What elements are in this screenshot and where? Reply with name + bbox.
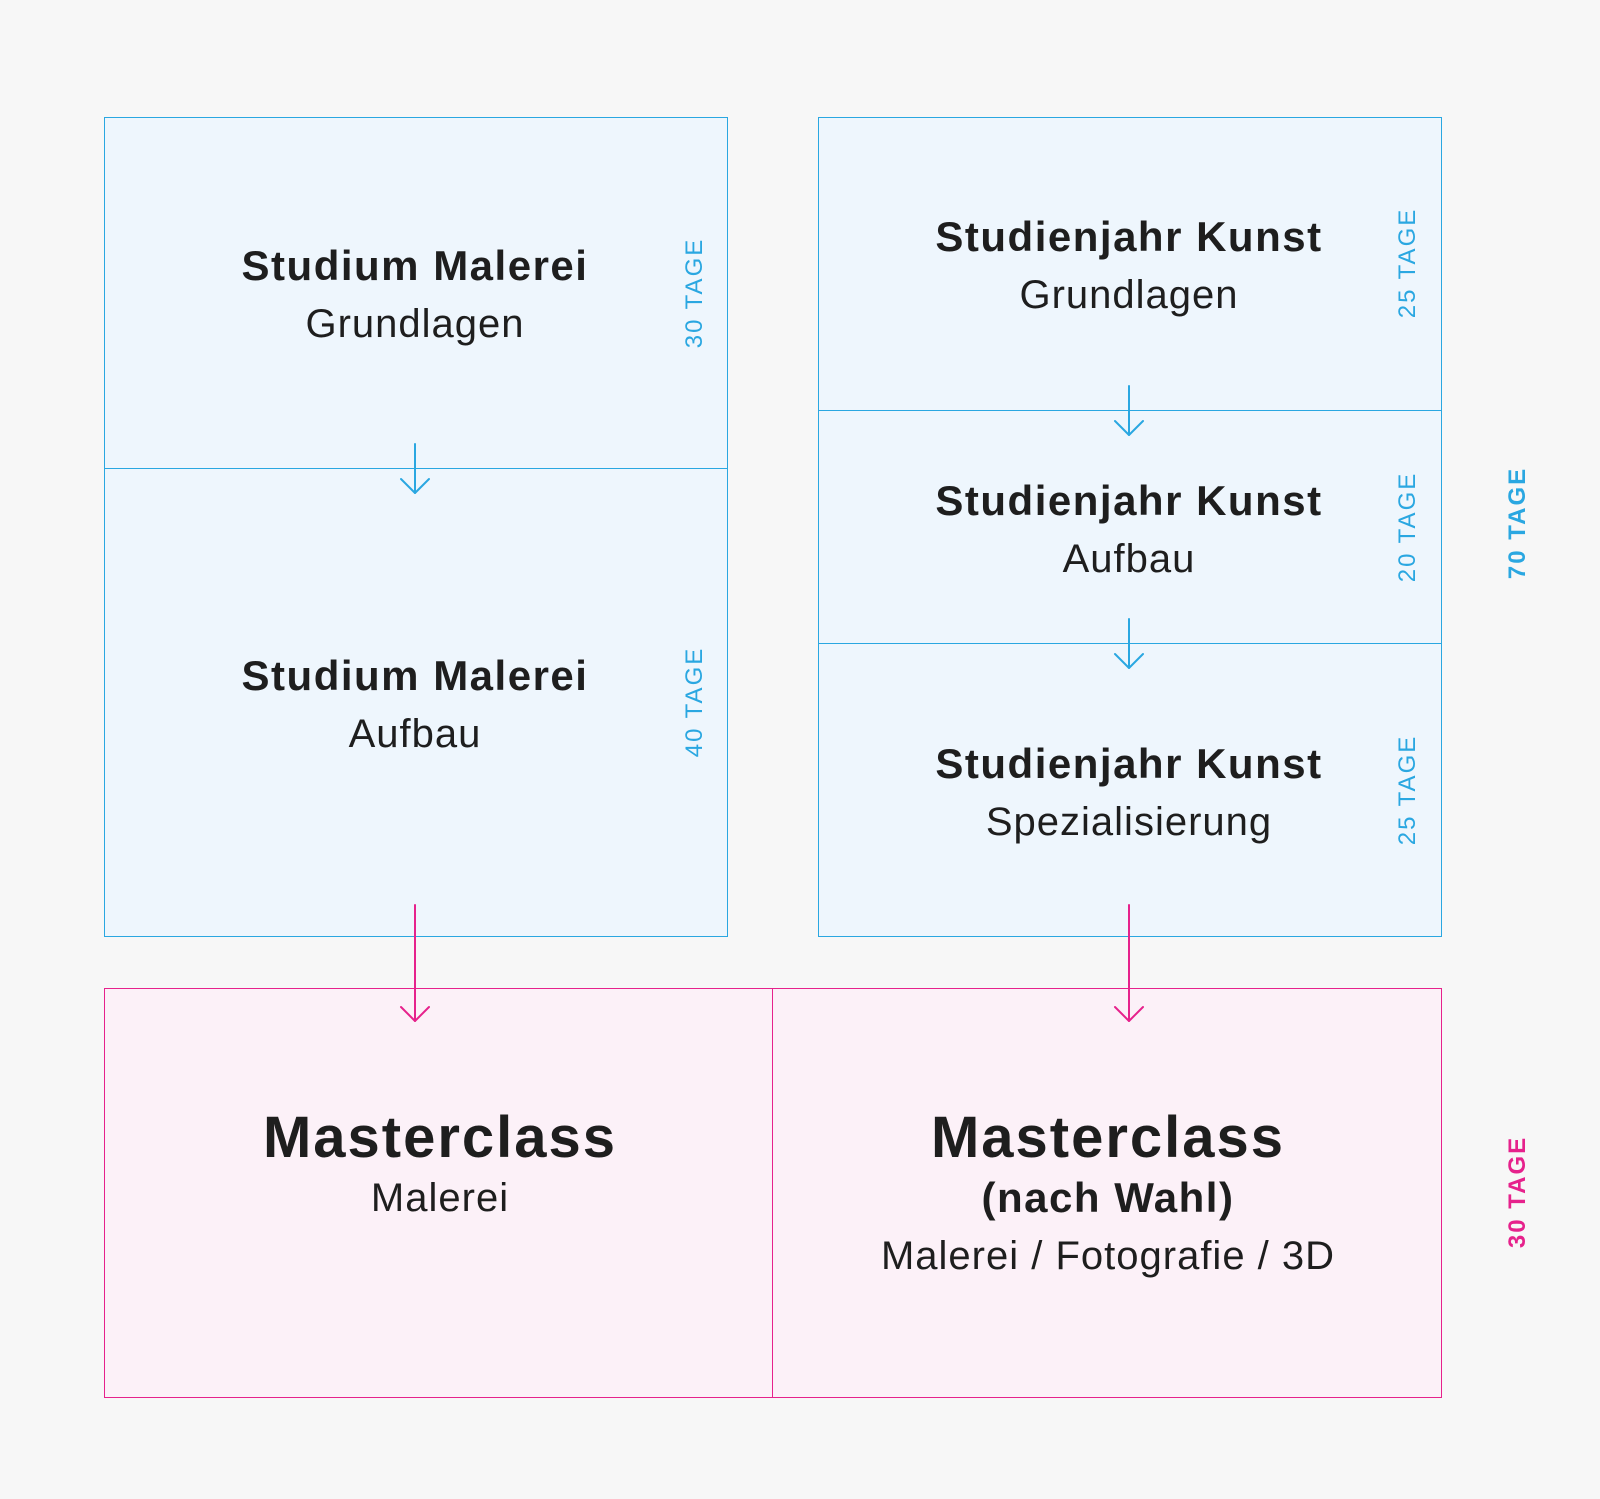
masterclass-right-title: Masterclass xyxy=(930,1105,1286,1170)
right-track-box xyxy=(818,117,1442,937)
arrow-right-step1-to-step2 xyxy=(1114,385,1144,436)
masterclass-left-label: Masterclass Malerei xyxy=(190,1107,690,1227)
right-step1-subtitle: Grundlagen xyxy=(1019,273,1239,317)
right-step2-duration: 20 TAGE xyxy=(1394,471,1421,583)
left-step1-duration: 30 TAGE xyxy=(681,237,708,349)
left-step2-duration: 40 TAGE xyxy=(681,646,708,758)
left-step1-label: Studium Malerei Grundlagen xyxy=(165,237,665,353)
masterclass-duration: 30 TAGE xyxy=(1504,1135,1531,1249)
masterclass-right-options: Malerei / Fotografie / 3D xyxy=(880,1234,1336,1278)
upper-total-duration: 70 TAGE xyxy=(1504,466,1531,580)
right-step2-label: Studienjahr Kunst Aufbau xyxy=(879,472,1379,588)
right-step2-subtitle: Aufbau xyxy=(1062,537,1196,581)
arrow-right-to-masterclass xyxy=(1114,904,1144,1022)
left-step1-subtitle: Grundlagen xyxy=(305,302,525,346)
right-step3-duration: 25 TAGE xyxy=(1394,734,1421,846)
left-step2-label: Studium Malerei Aufbau xyxy=(165,647,665,763)
masterclass-left-subtitle: Malerei xyxy=(370,1176,510,1220)
left-step1-title: Studium Malerei xyxy=(241,242,589,289)
right-step2-title: Studienjahr Kunst xyxy=(935,477,1323,524)
masterclass-left-title: Masterclass xyxy=(262,1105,618,1170)
left-step2-subtitle: Aufbau xyxy=(348,712,482,756)
right-step3-subtitle: Spezialisierung xyxy=(985,800,1273,844)
right-step1-title: Studienjahr Kunst xyxy=(935,213,1323,260)
arrow-right-step2-to-step3 xyxy=(1114,618,1144,669)
masterclass-divider xyxy=(772,988,773,1398)
right-step1-label: Studienjahr Kunst Grundlagen xyxy=(879,208,1379,324)
left-track-box xyxy=(104,117,728,937)
right-step1-duration: 25 TAGE xyxy=(1394,207,1421,319)
masterclass-right-subtitle: (nach Wahl) xyxy=(981,1174,1235,1221)
left-step2-title: Studium Malerei xyxy=(241,652,589,699)
arrow-left-to-masterclass xyxy=(400,904,430,1022)
masterclass-right-label: Masterclass (nach Wahl) Malerei / Fotogr… xyxy=(858,1107,1358,1285)
arrow-left-step1-to-step2 xyxy=(400,443,430,494)
right-step3-title: Studienjahr Kunst xyxy=(935,740,1323,787)
masterclass-box xyxy=(104,988,1442,1398)
right-step3-label: Studienjahr Kunst Spezialisierung xyxy=(879,735,1379,851)
